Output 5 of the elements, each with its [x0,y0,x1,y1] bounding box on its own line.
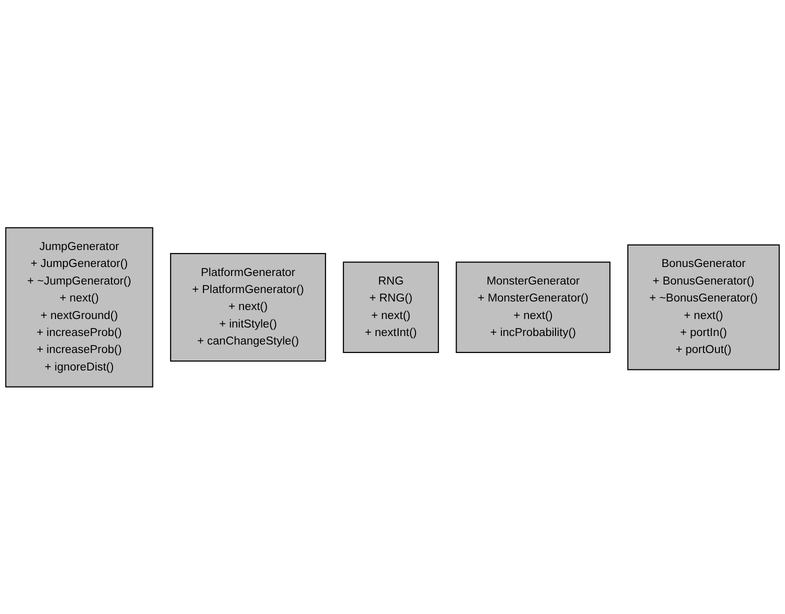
node-box: RNG + RNG() + next() + nextInt() [342,261,439,353]
node-box: BonusGenerator + BonusGenerator() + ~BonusGenerator() + next() + portIn() + portOut() [627,244,780,370]
node-box: JumpGenerator + JumpGenerator() + ~JumpGenerator() + next() + nextGround() + increaseProb() + increaseProb() + ignoreDist() [5,226,154,388]
node-box: MonsterGenerator + MonsterGenerator() + next() + incProbability() [456,261,610,353]
node-box: PlatformGenerator + PlatformGenerator() + next() + initStyle() + canChangeStyle() [170,252,326,362]
